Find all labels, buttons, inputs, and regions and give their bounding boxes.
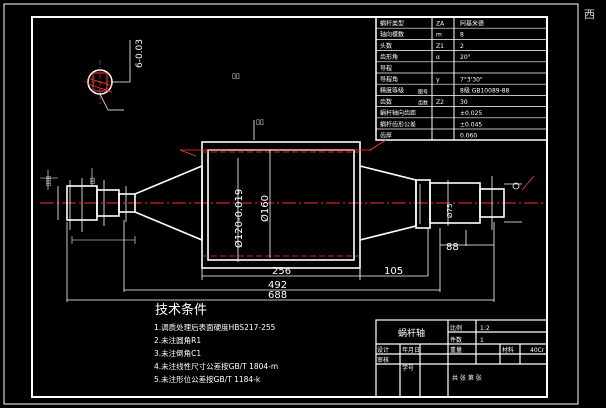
param-code-cell: ZA xyxy=(436,21,445,28)
worm-shaft-outline xyxy=(66,141,505,269)
dim-d160: Ø160 xyxy=(259,195,271,222)
dim-492: 492 xyxy=(268,280,287,291)
title-date-label: 年月日 xyxy=(402,346,420,354)
technical-requirements: 技术条件 1.调质处理后表面硬度HBS217-255 2.未注圆角R1 3.未注倒角… xyxy=(154,302,278,384)
param-value-cell: 8级 GB10089-88 xyxy=(460,87,510,95)
param-code-cell: γ xyxy=(436,77,440,84)
left-dim-text-a: ▯▯▯ xyxy=(45,176,52,186)
param-code-cell: α xyxy=(436,54,440,61)
surface-finish-mark: ▯▯ xyxy=(232,72,240,80)
tech-note-item: 4.未注线性尺寸公差按GB/T 1804-m xyxy=(154,361,278,371)
left-small-dims xyxy=(40,168,136,244)
shaft-cross-section xyxy=(84,40,131,111)
tech-note-item: 3.未注倒角C1 xyxy=(154,348,201,358)
dim-88: 88 xyxy=(446,242,459,253)
title-school-label: 学号 xyxy=(402,364,414,372)
param-value-cell: 2 xyxy=(460,43,464,50)
param-name-cell: 齿数 xyxy=(380,98,392,106)
dim-right-dia: Ø75 xyxy=(446,204,454,218)
right-end-detail xyxy=(447,176,522,230)
param-value-cell: ±0.045 xyxy=(460,121,482,128)
title-part-name: 蜗杆轴 xyxy=(398,327,425,339)
drawing-inner-border xyxy=(31,16,548,398)
param-value-cell: ±0.025 xyxy=(460,110,482,117)
left-dim-text-b: ▯▯ xyxy=(89,177,96,184)
diameter-dim-lines xyxy=(237,150,421,262)
drawing-outer-border xyxy=(3,3,579,405)
dim-d120: Ø120-0.019 xyxy=(233,189,245,248)
tech-note-item: 1.调质处理后表面硬度HBS217-255 xyxy=(154,322,276,332)
title-sheet-label: 共 张 第 张 xyxy=(452,374,482,382)
title-block xyxy=(375,319,548,398)
dim-256: 256 xyxy=(272,266,291,277)
title-weight-label: 重量 xyxy=(450,346,462,354)
viewport-corner-label: 西 xyxy=(584,8,595,21)
param-value-cell: 8 xyxy=(460,32,464,39)
title-qty-value: 1 xyxy=(480,337,484,344)
param-name-cell: 蜗杆齿形公差 xyxy=(380,120,416,128)
param-name-cell: 齿厚 xyxy=(380,132,392,140)
param-code-cell: Z1 xyxy=(436,43,444,50)
param-name-cell: 头数 xyxy=(380,42,392,50)
param-name-cell: 导程 xyxy=(380,64,392,72)
param-value-cell: 20° xyxy=(460,54,471,61)
param-value-cell: 7°3'30" xyxy=(460,77,483,84)
length-dim-lines xyxy=(66,220,495,302)
tech-note-item: 5.未注形位公差按GB/T 1184-k xyxy=(154,374,261,384)
section-marks xyxy=(179,139,535,191)
title-scale-label: 比例 xyxy=(450,324,462,332)
param-code-cell: Z2 xyxy=(436,99,444,106)
tech-notes-title: 技术条件 xyxy=(155,302,207,318)
param-value-cell: 30 xyxy=(460,99,468,106)
datum-mark-top: ▯▯ xyxy=(256,118,264,126)
title-material-value: 40Cr xyxy=(530,347,545,354)
title-design-label: 设计 xyxy=(377,346,389,354)
title-qty-label: 件数 xyxy=(450,336,462,344)
title-check-label: 审核 xyxy=(377,356,389,364)
dim-688: 688 xyxy=(268,290,287,301)
param-name-cell: 轴向模数 xyxy=(380,31,404,39)
section-tolerance-label: 6-0.03 xyxy=(135,39,145,68)
dim-105: 105 xyxy=(384,266,403,277)
param-sub-label: 图号 xyxy=(418,89,428,95)
param-value-cell: 0.060 xyxy=(460,133,477,140)
title-material-label: 材料 xyxy=(502,346,514,354)
left-end-detail xyxy=(57,178,127,232)
worm-thread-lines xyxy=(180,149,372,257)
param-name-cell: 导程角 xyxy=(380,76,398,84)
param-name-cell: 蜗杆类型 xyxy=(380,20,404,28)
param-sub-label: 齿数 xyxy=(418,100,428,107)
param-code-cell: m xyxy=(436,32,442,39)
title-scale-value: 1:2 xyxy=(480,325,490,332)
param-name-cell: 齿形角 xyxy=(380,53,398,61)
param-value-cell: 阿基米德 xyxy=(460,20,484,28)
tech-note-item: 2.未注圆角R1 xyxy=(154,335,201,345)
param-name-cell: 精度等级 xyxy=(380,87,404,95)
param-name-cell: 蜗杆轴向齿距 xyxy=(380,109,416,117)
